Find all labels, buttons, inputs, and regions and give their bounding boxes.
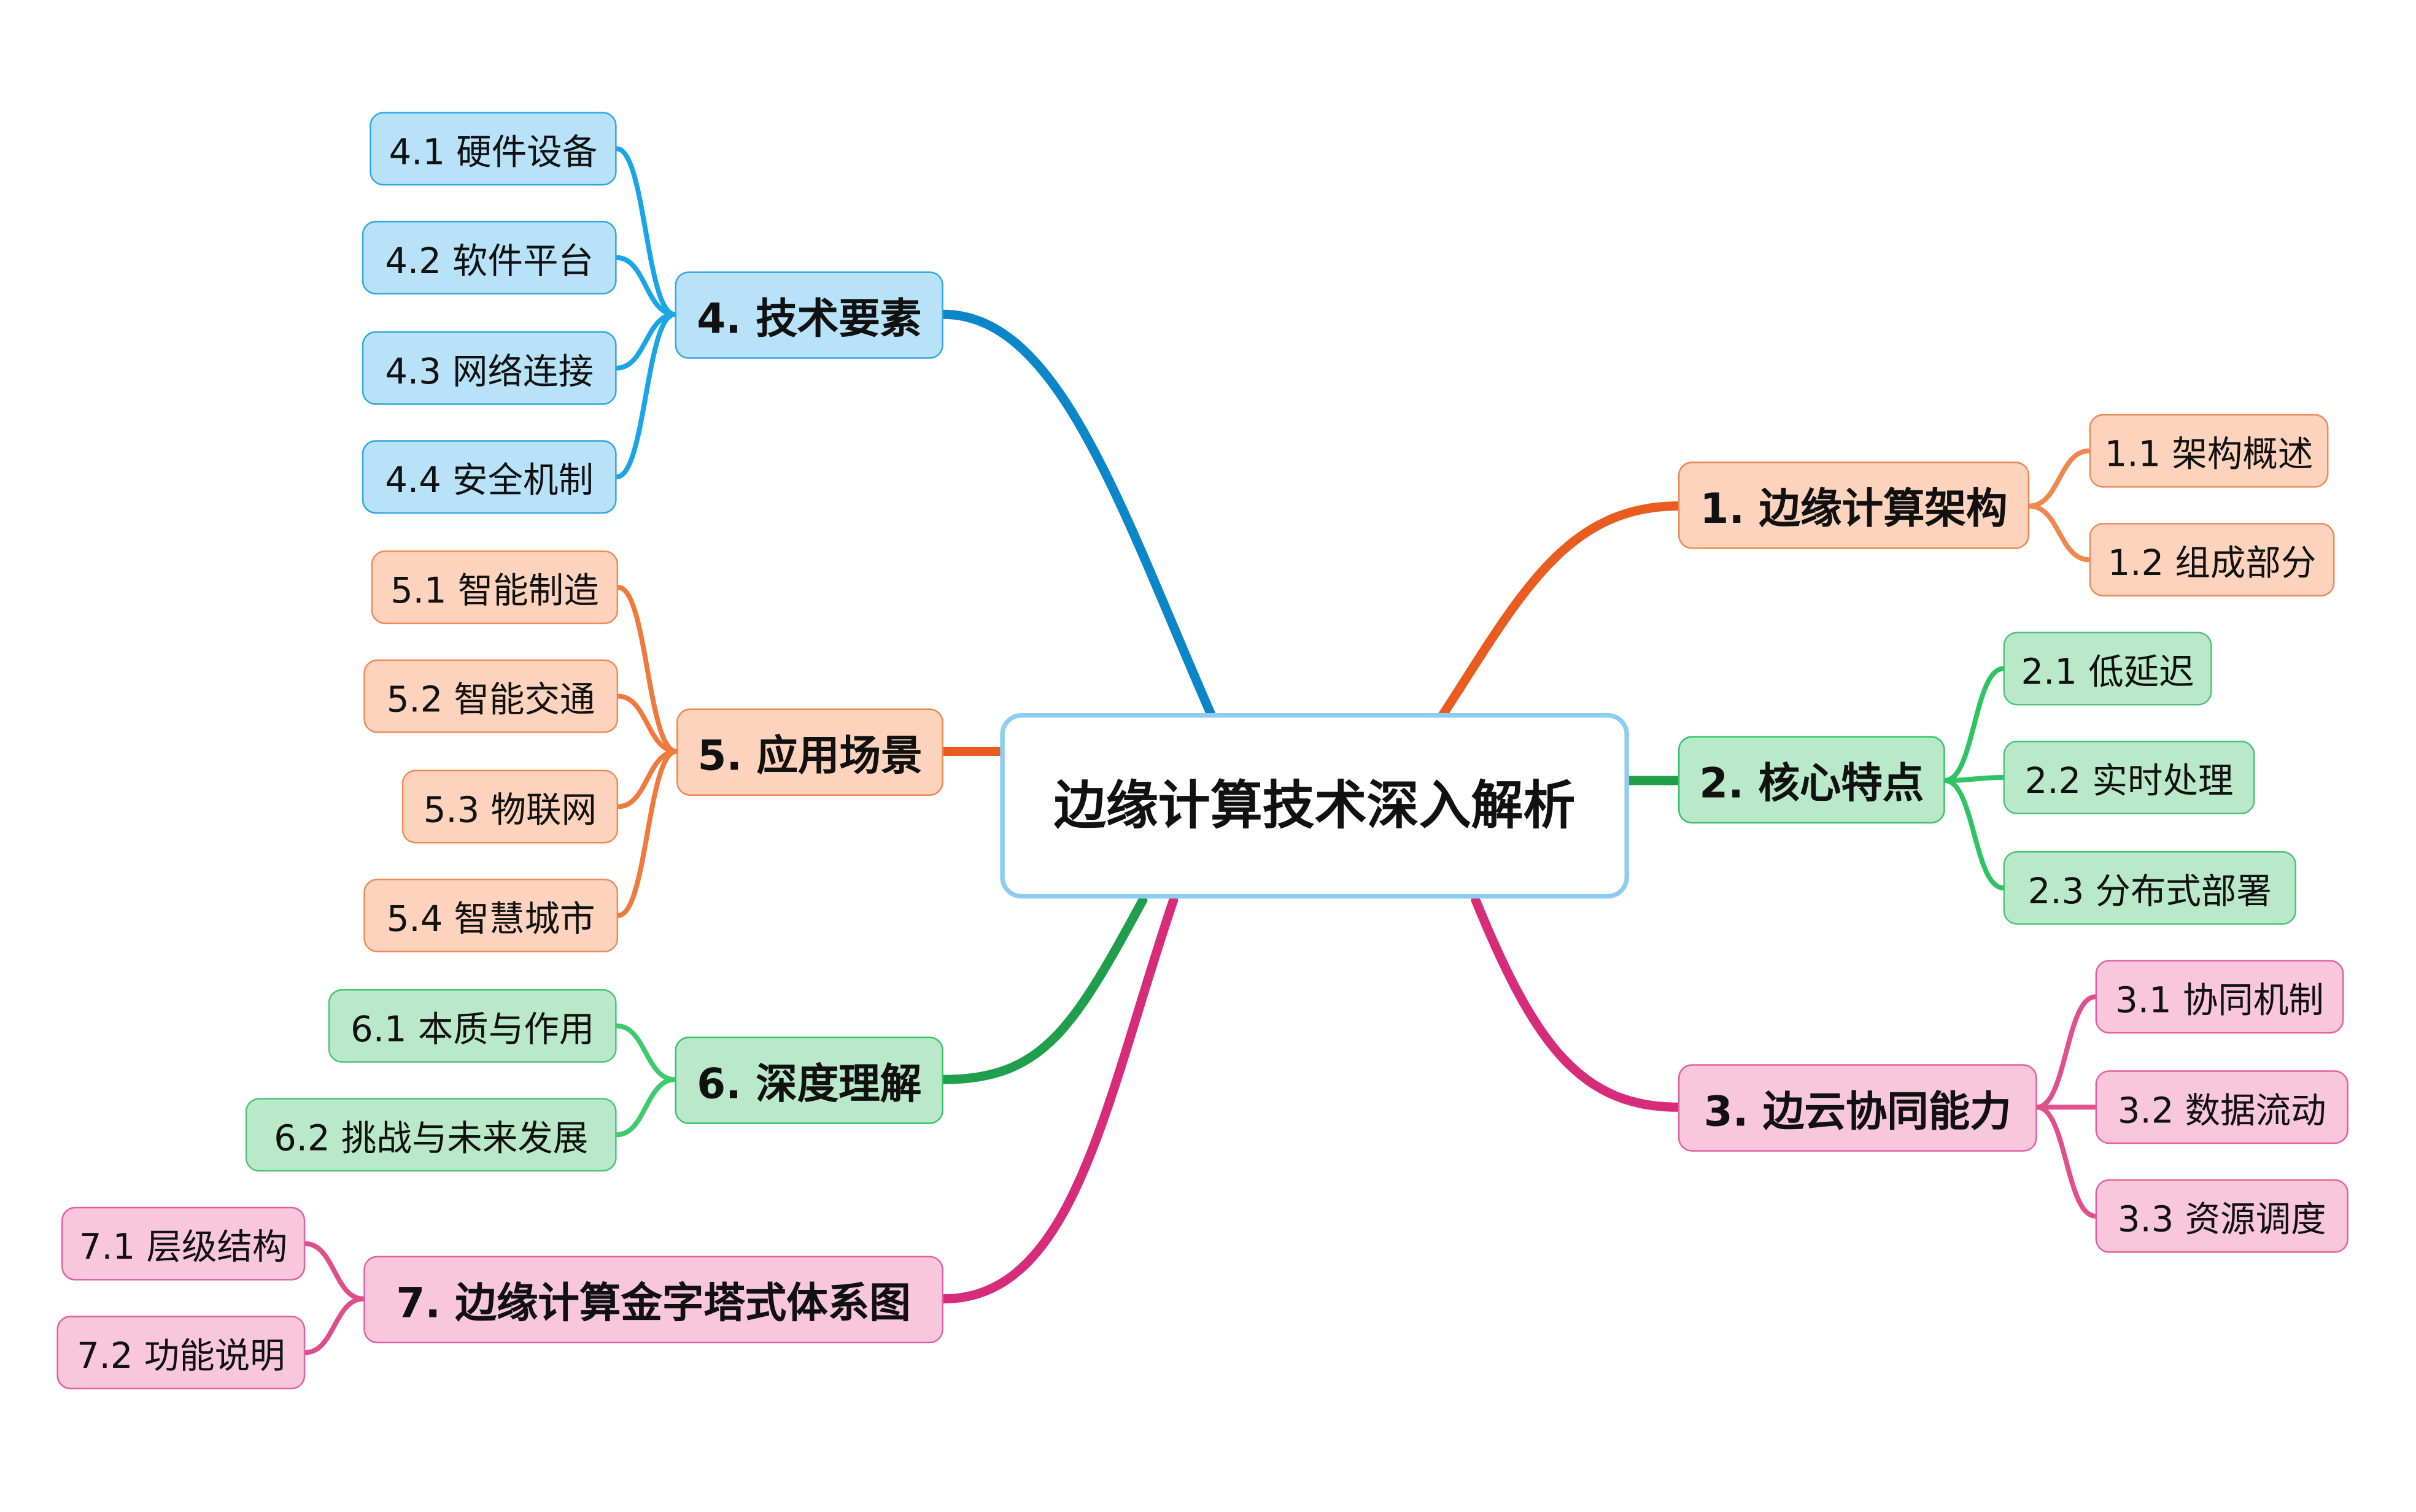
subtopic-6-1[interactable]: 6.1 本质与作用 (328, 989, 617, 1063)
subtopic-5-2[interactable]: 5.2 智能交通 (363, 659, 619, 733)
connector-branch-1 (1437, 501, 1683, 721)
branch-6-deep-understanding[interactable]: 6. 深度理解 (675, 1036, 943, 1124)
subtopic-4-1[interactable]: 4.1 硬件设备 (370, 112, 617, 186)
connector-sub-4-4 (614, 312, 678, 480)
subtopic-6-2[interactable]: 6.2 挑战与未来发展 (245, 1098, 617, 1172)
connector-sub-2-2 (1942, 774, 2006, 783)
connector-sub-6-2 (614, 1077, 678, 1138)
branch-3-edge-cloud[interactable]: 3. 边云协同能力 (1678, 1064, 2037, 1152)
connector-sub-4-1 (614, 146, 678, 317)
connector-sub-4-3 (614, 312, 678, 371)
subtopic-5-4[interactable]: 5.4 智慧城市 (363, 878, 619, 952)
connector-sub-4-2 (614, 255, 678, 317)
central-topic[interactable]: 边缘计算技术深入解析 (1000, 713, 1629, 899)
connector-branch-6 (939, 895, 1148, 1084)
subtopic-7-1[interactable]: 7.1 层级结构 (61, 1206, 306, 1281)
branch-7-pyramid[interactable]: 7. 边缘计算金字塔式体系图 (363, 1256, 943, 1344)
connector-sub-7-1 (303, 1241, 366, 1302)
connector-sub-1-1 (2027, 448, 2092, 509)
subtopic-3-1[interactable]: 3.1 协同机制 (2095, 960, 2344, 1034)
subtopic-5-1[interactable]: 5.1 智能制造 (371, 550, 619, 625)
subtopic-3-3[interactable]: 3.3 资源调度 (2095, 1179, 2348, 1253)
connector-sub-5-4 (616, 749, 680, 918)
connector-sub-5-3 (616, 749, 680, 809)
subtopic-2-2[interactable]: 2.2 实时处理 (2003, 741, 2255, 814)
subtopic-3-2[interactable]: 3.2 数据流动 (2095, 1070, 2348, 1144)
subtopic-4-4[interactable]: 4.4 安全机制 (362, 440, 617, 514)
subtopic-2-3[interactable]: 2.3 分布式部署 (2003, 850, 2297, 925)
connector-sub-3-1 (2034, 994, 2098, 1110)
connector-sub-1-2 (2027, 503, 2092, 563)
branch-1-architecture[interactable]: 1. 边缘计算架构 (1678, 461, 2030, 549)
connector-sub-6-1 (614, 1023, 678, 1082)
branch-5-applications[interactable]: 5. 应用场景 (676, 708, 943, 796)
connector-sub-5-1 (616, 585, 680, 754)
connector-sub-3-3 (2034, 1105, 2098, 1219)
subtopic-2-1[interactable]: 2.1 低延迟 (2003, 631, 2212, 706)
connector-sub-5-2 (616, 693, 680, 754)
subtopic-1-2[interactable]: 1.2 组成部分 (2089, 523, 2335, 597)
connector-branch-4 (939, 309, 1217, 721)
subtopic-7-2[interactable]: 7.2 功能说明 (56, 1316, 306, 1390)
connector-sub-7-2 (303, 1296, 366, 1356)
branch-4-tech-elements[interactable]: 4. 技术要素 (675, 271, 943, 359)
branch-2-core-features[interactable]: 2. 核心特点 (1678, 736, 1945, 824)
connector-sub-2-3 (1942, 777, 2006, 890)
subtopic-4-3[interactable]: 4.3 网络连接 (362, 331, 617, 405)
connector-sub-2-1 (1942, 666, 2006, 783)
connector-branch-7 (939, 895, 1179, 1304)
connector-branch-3 (1471, 895, 1683, 1112)
subtopic-5-3[interactable]: 5.3 物联网 (401, 770, 619, 844)
subtopic-1-1[interactable]: 1.1 架构概述 (2089, 414, 2329, 488)
subtopic-4-2[interactable]: 4.2 软件平台 (362, 220, 617, 295)
